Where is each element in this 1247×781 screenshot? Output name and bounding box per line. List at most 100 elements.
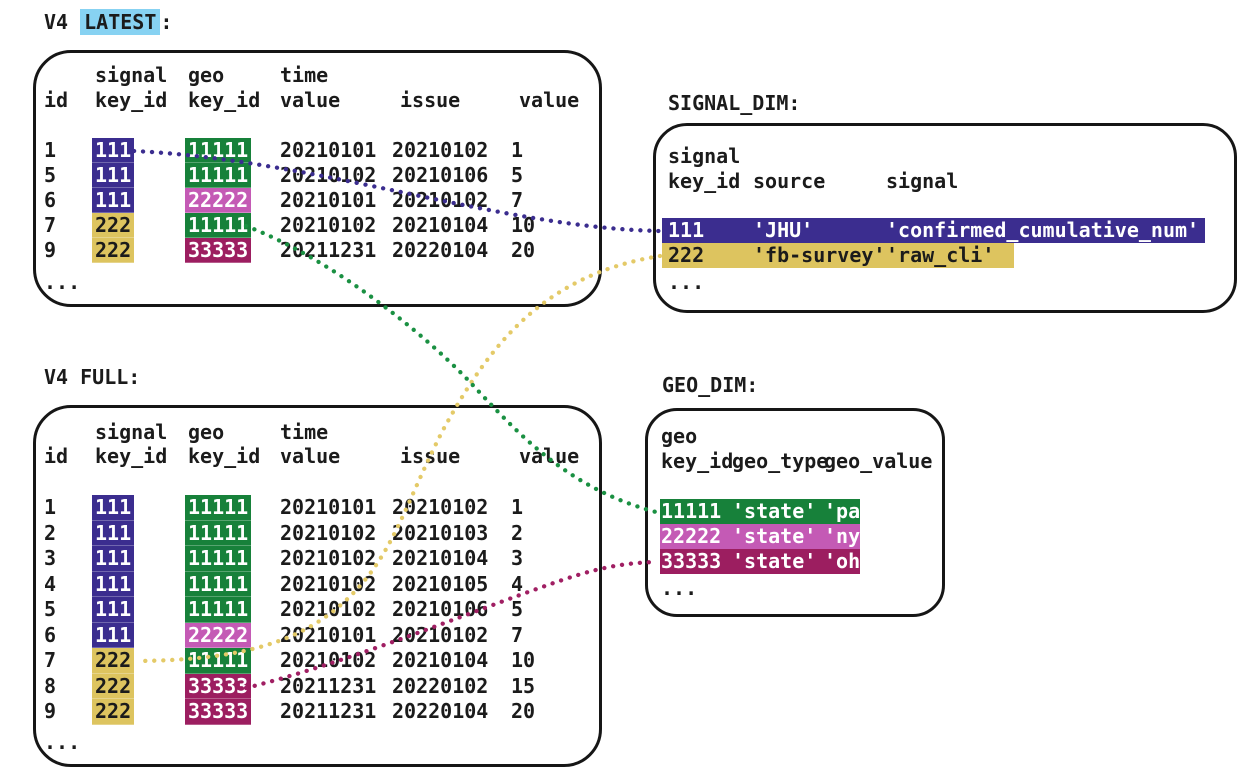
ellipsis-row: ... <box>668 270 705 294</box>
column-header-geo-key: key_id <box>188 444 261 468</box>
cell-value: 5 <box>511 597 524 621</box>
column-header-geo: geo <box>188 420 225 444</box>
column-header-value: value <box>519 444 580 468</box>
key-cell-signal: 222 <box>92 673 135 699</box>
key-cell-geo: 22222 <box>185 622 252 648</box>
column-header-issue: issue <box>400 88 461 112</box>
row-highlight <box>660 524 860 549</box>
cell-value: 2 <box>511 520 524 545</box>
cell-time-value: 20210101 <box>280 138 377 162</box>
column-header-geo: geo <box>661 424 698 448</box>
cell-time-value: 20210102 <box>280 571 377 596</box>
cell-value: 1 <box>511 138 524 162</box>
cell-id: 5 <box>44 597 57 621</box>
cell-id: 6 <box>44 188 57 212</box>
cell-key-id: 111 <box>668 218 705 242</box>
cell-time-value: 20211231 <box>280 699 377 723</box>
cell-geo-type: 'state' <box>732 524 817 548</box>
cell-id: 9 <box>44 238 57 262</box>
cell-time-value: 20211231 <box>280 238 377 262</box>
table-row: 33333'state''oh' <box>648 549 938 574</box>
cell-value: 7 <box>511 188 524 212</box>
key-cell-geo: 11111 <box>185 213 252 238</box>
geo-dim-header-line1: geo <box>648 424 938 449</box>
cell-issue: 20220102 <box>392 673 489 698</box>
key-cell-signal: 111 <box>92 138 135 163</box>
cell-issue: 20210105 <box>392 571 489 596</box>
key-cell-geo: 11111 <box>185 163 252 188</box>
column-header-signal: signal <box>95 63 168 87</box>
column-header-geo: geo <box>188 63 225 87</box>
cell-value: 3 <box>511 546 524 570</box>
cell-value: 7 <box>511 622 524 647</box>
cell-issue: 20210103 <box>392 520 489 545</box>
v4-latest-title: V4 LATEST: <box>44 9 172 35</box>
key-cell-signal: 111 <box>92 571 135 597</box>
row-highlight <box>660 549 860 574</box>
cell-value: 20 <box>511 238 536 262</box>
column-header-id: id <box>44 444 69 468</box>
cell-geo-value: 'pa' <box>824 499 873 523</box>
key-cell-geo: 11111 <box>185 138 252 163</box>
cell-id: 8 <box>44 673 57 698</box>
key-cell-geo: 11111 <box>185 648 252 674</box>
cell-time-value: 20210102 <box>280 648 377 672</box>
cell-issue: 20210106 <box>392 597 489 621</box>
column-header-signal: signal <box>95 420 168 444</box>
ellipsis-row: ... <box>44 270 81 294</box>
cell-value: 10 <box>511 648 536 672</box>
cell-value: 15 <box>511 673 536 698</box>
cell-time-value: 20211231 <box>280 673 377 698</box>
cell-id: 2 <box>44 520 57 545</box>
cell-issue: 20210104 <box>392 546 489 570</box>
column-header-geo-value: geo_value <box>824 449 933 473</box>
cell-issue: 20210104 <box>392 213 489 237</box>
cell-key-id: 22222 <box>661 524 722 548</box>
key-cell-signal: 111 <box>92 188 135 213</box>
column-header-signal-key: key_id <box>95 88 168 112</box>
v4-latest-header-line1: signal geo time <box>36 63 595 88</box>
row-highlight <box>660 499 860 524</box>
cell-issue: 20210102 <box>392 188 489 212</box>
row-highlight <box>662 218 1205 243</box>
cell-time-value: 20210101 <box>280 495 377 519</box>
cell-key-id: 222 <box>668 243 705 267</box>
v4-full-header-line1: signal geo time <box>36 420 595 446</box>
key-cell-signal: 111 <box>92 597 135 623</box>
cell-issue: 20220104 <box>392 699 489 723</box>
cell-signal: 'raw_cli' <box>886 243 995 267</box>
key-cell-signal: 111 <box>92 520 135 546</box>
key-cell-signal: 222 <box>92 648 135 674</box>
key-cell-geo: 11111 <box>185 520 252 546</box>
v4-full-title: V4 FULL: <box>44 365 141 389</box>
cell-issue: 20210102 <box>392 622 489 647</box>
column-header-time: time <box>280 420 329 444</box>
cell-id: 7 <box>44 213 57 237</box>
key-cell-signal: 222 <box>92 213 135 238</box>
cell-signal: 'confirmed_cumulative_num' <box>886 218 1200 242</box>
cell-value: 4 <box>511 571 524 596</box>
cell-id: 1 <box>44 495 57 519</box>
cell-source: 'JHU' <box>753 218 814 242</box>
column-header-source: source <box>753 169 826 193</box>
table-row: 11111'state''pa' <box>648 499 938 524</box>
v4-latest-title-prefix: V4 <box>44 10 81 34</box>
column-header-id: id <box>44 88 69 112</box>
cell-issue: 20210106 <box>392 163 489 187</box>
table-row: 222'fb-survey''raw_cli' <box>656 243 1230 268</box>
column-header-time: time <box>280 63 329 87</box>
column-header-time-value: value <box>280 444 341 468</box>
v4-latest-title-highlight: LATEST <box>80 9 161 35</box>
cell-id: 6 <box>44 622 57 647</box>
column-header-key-id: key_id <box>668 169 741 193</box>
key-cell-geo: 11111 <box>185 546 252 572</box>
key-cell-signal: 111 <box>92 495 135 521</box>
